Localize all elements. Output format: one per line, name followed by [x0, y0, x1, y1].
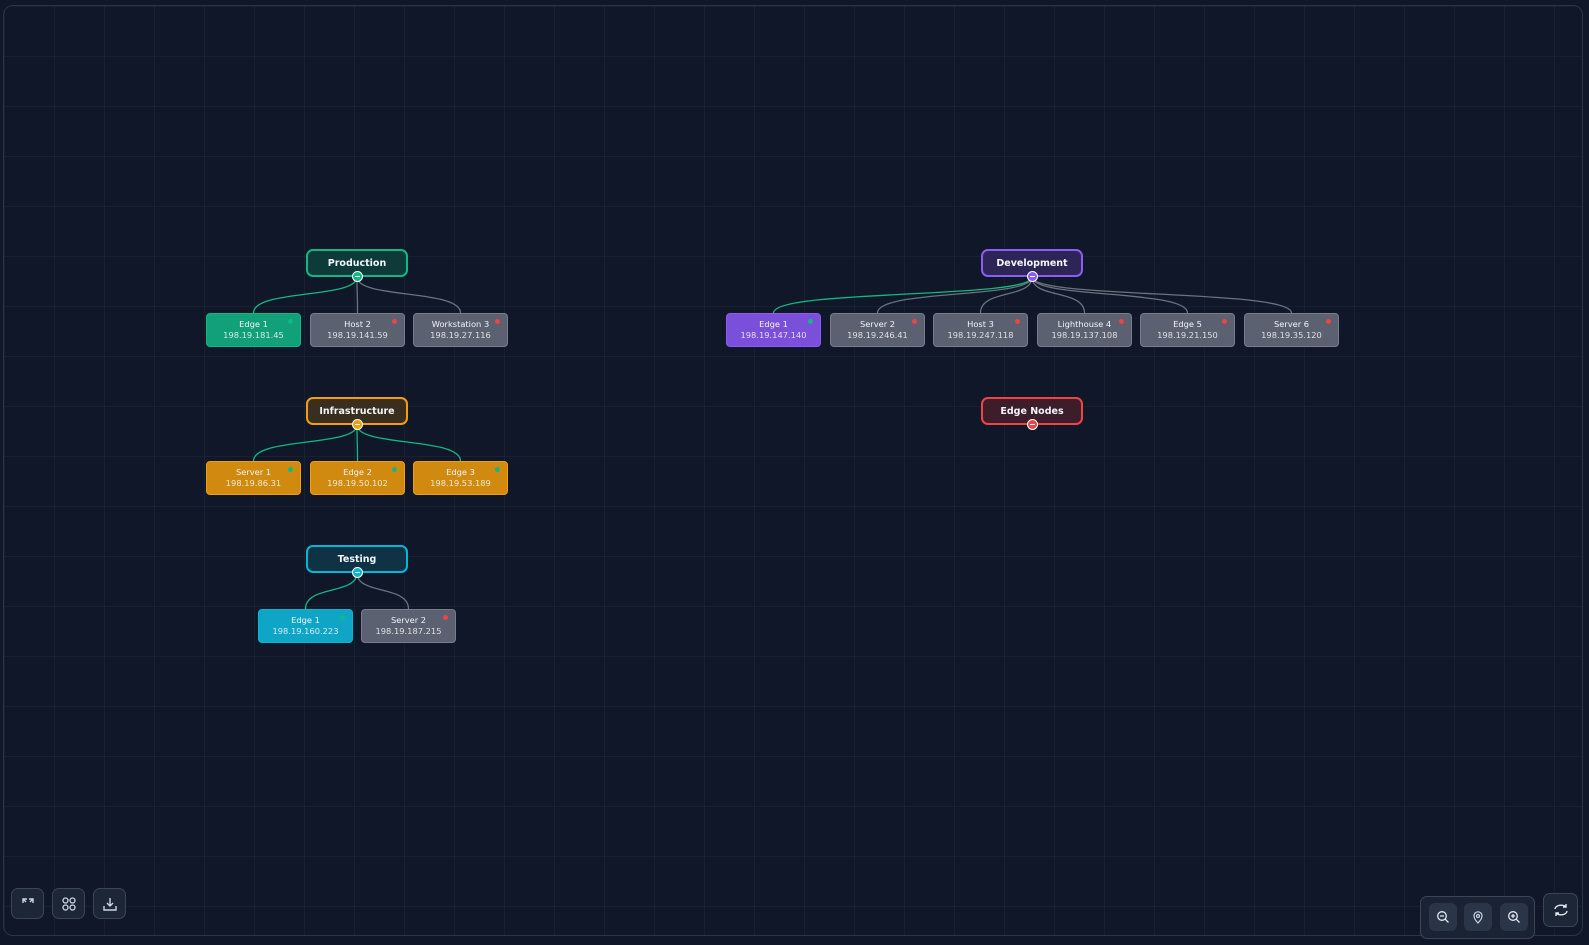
fit-view-button[interactable] — [11, 888, 44, 919]
host-ip: 198.19.21.150 — [1157, 330, 1218, 340]
status-dot-offline — [912, 319, 917, 324]
host-name: Workstation 3 — [431, 319, 490, 329]
host-name: Server 6 — [1273, 319, 1310, 329]
status-dot-offline — [495, 319, 500, 324]
host-node[interactable]: Edge 3 198.19.53.189 — [413, 461, 508, 495]
host-name: Edge 1 — [291, 615, 320, 625]
expand-icon — [21, 897, 34, 903]
host-node[interactable]: Server 1 198.19.86.31 — [206, 461, 301, 495]
host-name: Server 2 — [859, 319, 896, 329]
collapse-handle-icon[interactable] — [351, 567, 363, 578]
group-node[interactable]: Production — [306, 249, 408, 282]
host-ip: 198.19.35.120 — [1261, 330, 1322, 340]
host-node[interactable]: Edge 1 198.19.160.223 — [258, 609, 353, 643]
group-node[interactable]: Infrastructure — [306, 397, 408, 430]
refresh-icon — [1553, 904, 1568, 916]
zoom-controls — [1420, 896, 1535, 939]
host-name: Server 1 — [235, 467, 272, 477]
host-ip: 198.19.53.189 — [430, 478, 491, 488]
host-node[interactable]: Lighthouse 4 198.19.137.108 — [1037, 313, 1132, 347]
host-name: Server 2 — [390, 615, 427, 625]
host-node[interactable]: Server 6 198.19.35.120 — [1244, 313, 1339, 347]
host-name: Edge 3 — [446, 467, 475, 477]
host-node[interactable]: Edge 1 198.19.181.45 — [206, 313, 301, 347]
zoom-out-button[interactable] — [1429, 903, 1457, 931]
status-dot-offline — [1222, 319, 1227, 324]
host-node[interactable]: Edge 2 198.19.50.102 — [310, 461, 405, 495]
collapse-handle-icon[interactable] — [351, 271, 363, 282]
topology-canvas[interactable] — [3, 5, 1583, 936]
host-node[interactable]: Workstation 3 198.19.27.116 — [413, 313, 508, 347]
zoom-out-icon — [1437, 911, 1449, 923]
host-ip: 198.19.50.102 — [327, 478, 388, 488]
location-pin-icon — [1473, 911, 1483, 924]
collapse-handle-icon[interactable] — [1026, 419, 1038, 430]
host-name: Edge 1 — [759, 319, 788, 329]
group-label: Edge Nodes — [1000, 405, 1064, 417]
host-ip: 198.19.86.31 — [225, 478, 282, 488]
host-name: Edge 5 — [1173, 319, 1202, 329]
status-dot-online — [495, 467, 500, 472]
zoom-in-button[interactable] — [1500, 903, 1528, 931]
host-name: Host 3 — [967, 319, 994, 329]
host-node[interactable]: Host 2 198.19.141.59 — [310, 313, 405, 347]
status-dot-online — [288, 319, 293, 324]
group-node[interactable]: Testing — [306, 545, 408, 578]
zoom-in-icon — [1508, 911, 1520, 923]
host-ip: 198.19.160.223 — [272, 626, 339, 636]
status-dot-online — [340, 615, 345, 620]
grid-layout-icon — [61, 896, 76, 911]
host-name: Edge 2 — [343, 467, 372, 477]
layout-button[interactable] — [52, 888, 85, 919]
host-ip: 198.19.246.41 — [847, 330, 908, 340]
group-label: Testing — [337, 553, 377, 565]
status-dot-online — [392, 467, 397, 472]
group-label: Development — [996, 257, 1068, 269]
status-dot-offline — [1326, 319, 1331, 324]
group-node[interactable]: Edge Nodes — [981, 397, 1083, 430]
export-button[interactable] — [93, 888, 126, 919]
collapse-handle-icon[interactable] — [1026, 271, 1038, 282]
host-name: Edge 1 — [239, 319, 268, 329]
host-node[interactable]: Host 3 198.19.247.118 — [933, 313, 1028, 347]
host-ip: 198.19.137.108 — [1051, 330, 1118, 340]
host-ip: 198.19.147.140 — [740, 330, 807, 340]
host-node[interactable]: Edge 1 198.19.147.140 — [726, 313, 821, 347]
group-node[interactable]: Development — [981, 249, 1083, 282]
host-name: Host 2 — [344, 319, 371, 329]
center-button[interactable] — [1464, 903, 1492, 931]
status-dot-offline — [1119, 319, 1124, 324]
host-node[interactable]: Server 2 198.19.246.41 — [830, 313, 925, 347]
collapse-handle-icon[interactable] — [351, 419, 363, 430]
status-dot-online — [808, 319, 813, 324]
group-label: Infrastructure — [319, 405, 395, 417]
refresh-button[interactable] — [1543, 893, 1578, 927]
host-ip: 198.19.247.118 — [947, 330, 1014, 340]
status-dot-offline — [443, 615, 448, 620]
host-name: Lighthouse 4 — [1057, 319, 1112, 329]
host-ip: 198.19.181.45 — [223, 330, 284, 340]
host-node[interactable]: Server 2 198.19.187.215 — [361, 609, 456, 643]
host-ip: 198.19.141.59 — [327, 330, 388, 340]
host-node[interactable]: Edge 5 198.19.21.150 — [1140, 313, 1235, 347]
host-ip: 198.19.27.116 — [430, 330, 491, 340]
status-dot-online — [288, 467, 293, 472]
status-dot-offline — [392, 319, 397, 324]
status-dot-offline — [1015, 319, 1020, 324]
host-ip: 198.19.187.215 — [375, 626, 442, 636]
download-icon — [102, 897, 117, 911]
group-label: Production — [327, 257, 387, 269]
